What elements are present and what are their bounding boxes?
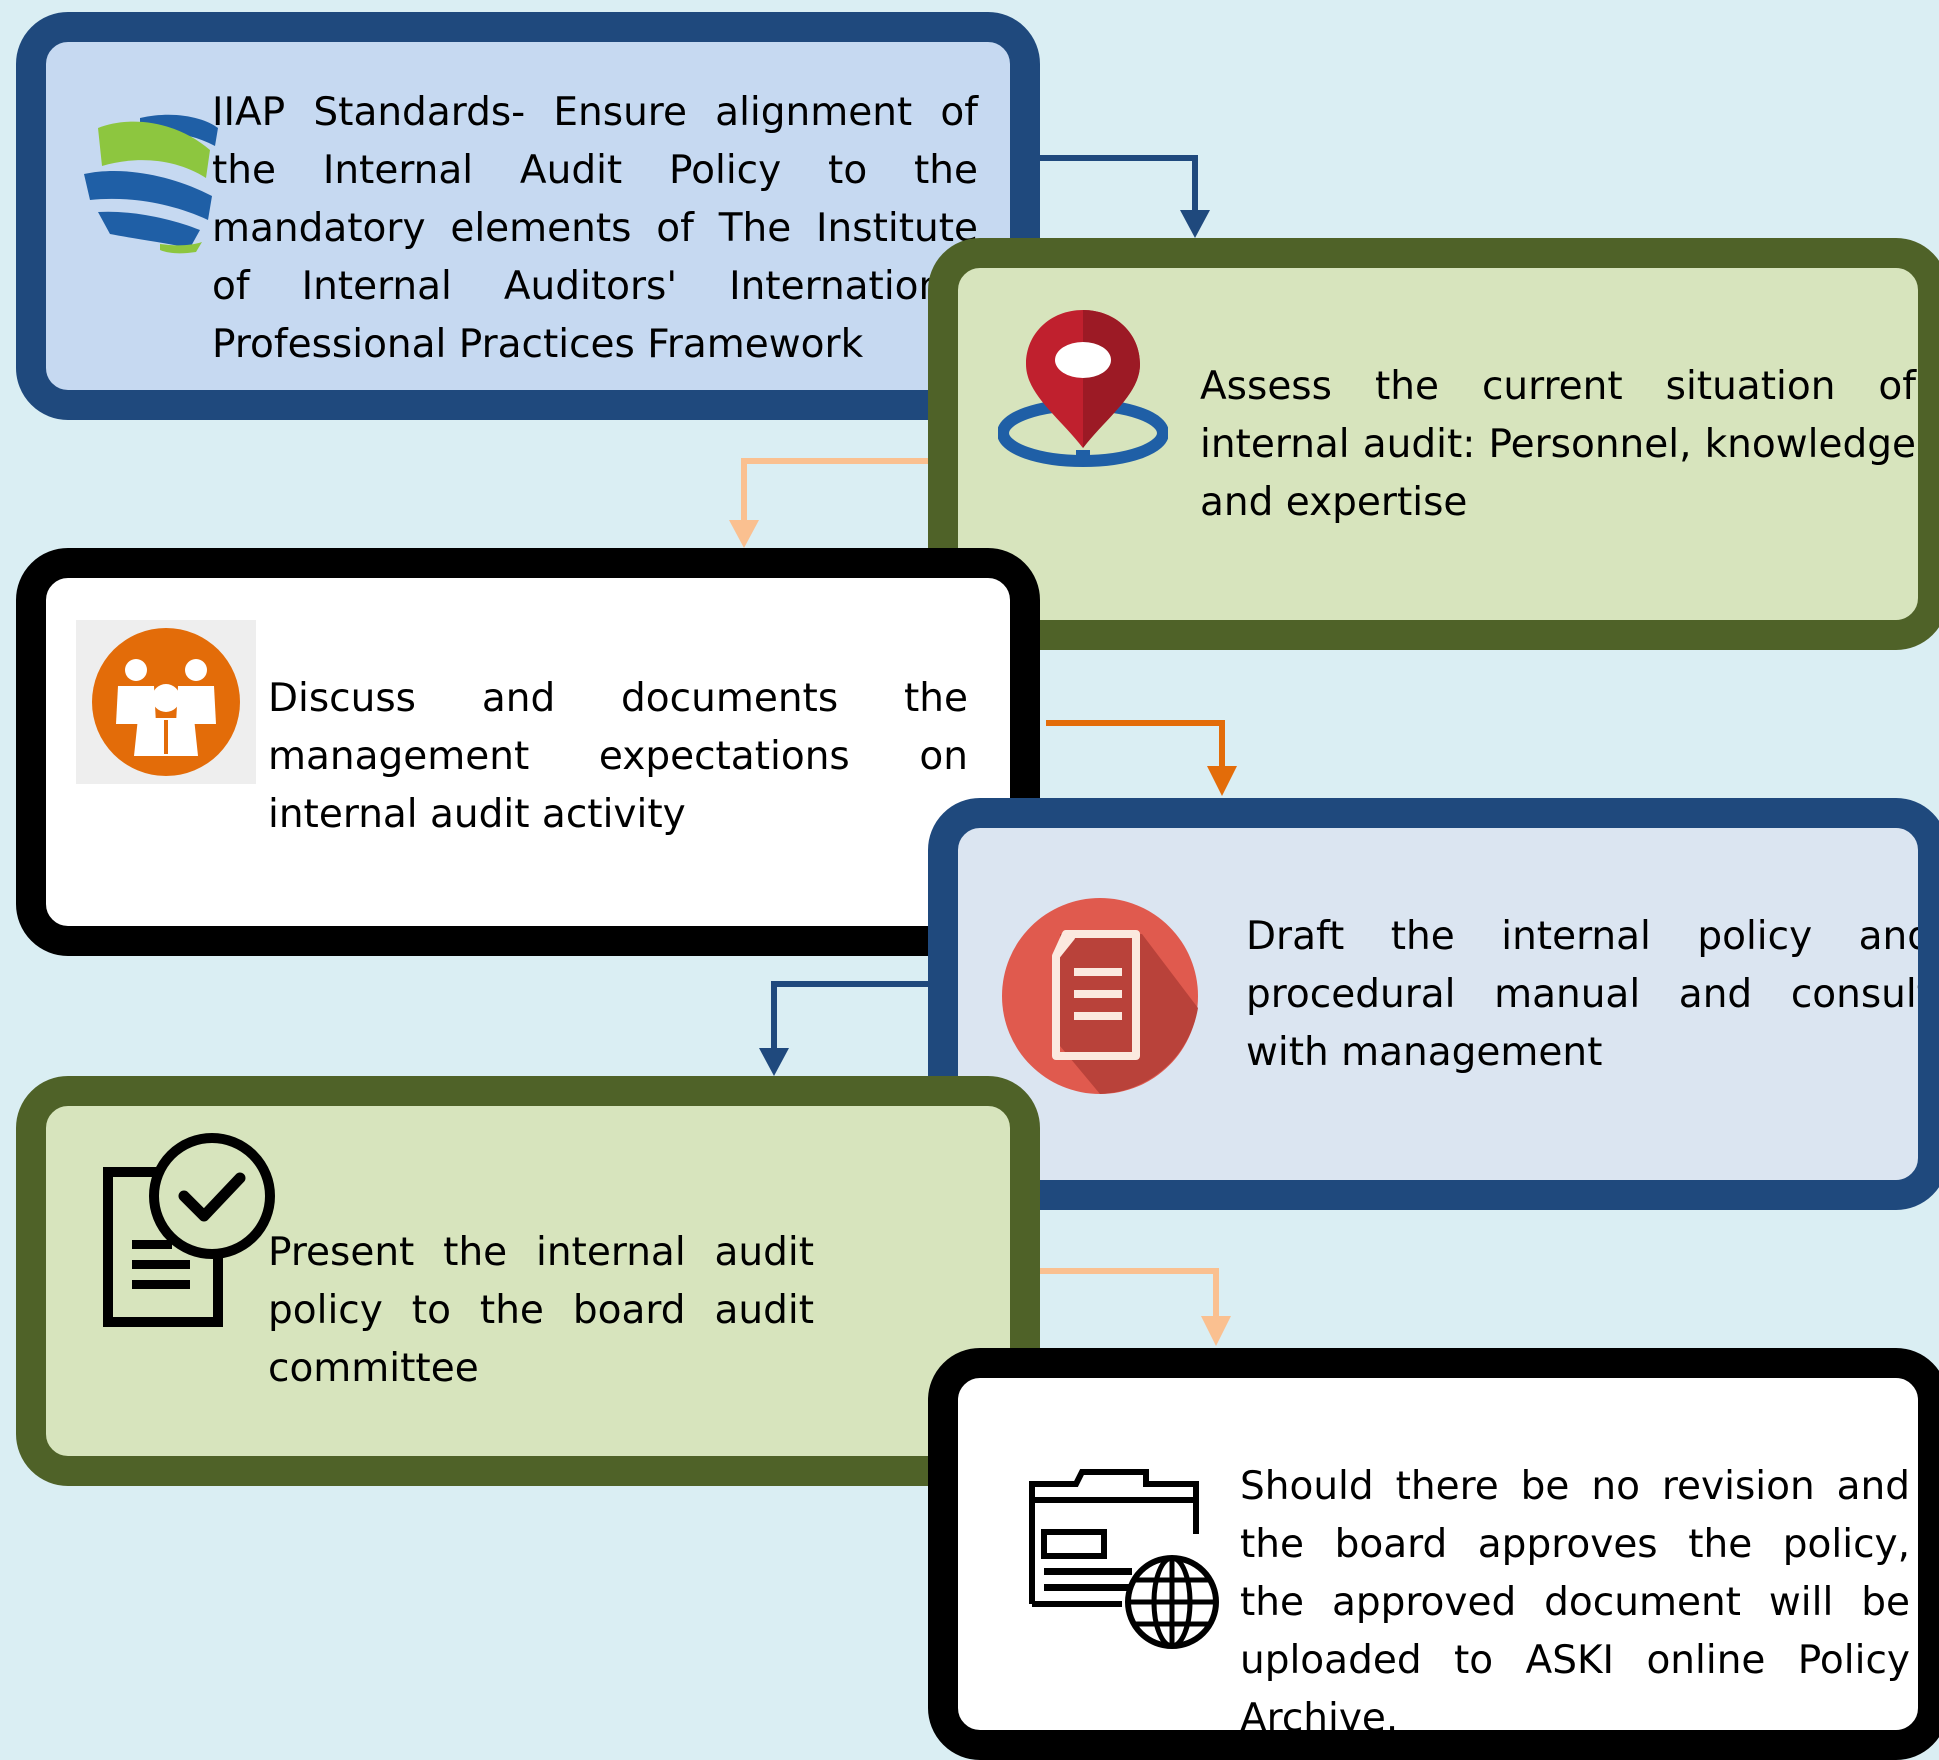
team-group-icon: [76, 620, 256, 784]
connector-step2-to-step3: [729, 458, 928, 548]
location-pin-icon: [998, 308, 1168, 468]
step-4-box: Draft the internal policy and procedural…: [928, 798, 1939, 1210]
connector-step4-to-step5: [759, 981, 928, 1076]
checklist-approved-icon: [100, 1132, 290, 1332]
step-6-text: Should there be no revision and the boar…: [1240, 1464, 1910, 1741]
step-5-box: Present the internal audit policy to the…: [16, 1076, 1040, 1486]
connector-step5-to-step6: [1038, 1268, 1231, 1346]
connector-step1-to-step2: [1038, 155, 1210, 238]
document-icon: [1000, 896, 1200, 1096]
step-1-box: IIAP Standards- Ensure alignment of the …: [16, 12, 1040, 420]
step-3-box: Discuss and documents the management exp…: [16, 548, 1040, 956]
step-2-text: Assess the current situation of internal…: [1200, 364, 1916, 525]
step-5-text: Present the internal audit policy to the…: [268, 1230, 814, 1391]
step-6-box: Should there be no revision and the boar…: [928, 1348, 1939, 1760]
step-1-text: IIAP Standards- Ensure alignment of the …: [212, 90, 978, 367]
globe-logo-icon: [80, 108, 220, 256]
step-3-text: Discuss and documents the management exp…: [268, 676, 968, 837]
online-folder-globe-icon: [1026, 1464, 1226, 1654]
step-2-box: Assess the current situation of internal…: [928, 238, 1939, 650]
step-4-text: Draft the internal policy and procedural…: [1246, 914, 1932, 1075]
connector-step3-to-step4: [1046, 720, 1237, 796]
